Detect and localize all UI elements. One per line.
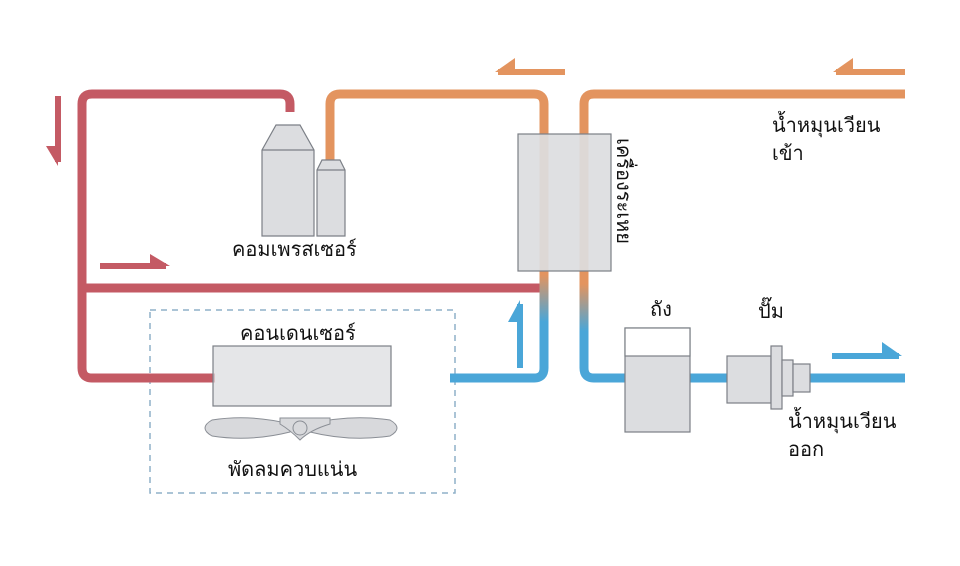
flow-arrow-left-water-in [833,58,905,72]
water-in-label-line1: น้ำหมุนเวียน [772,113,881,137]
pump [726,345,811,410]
flow-arrow-right-water-out [832,342,902,356]
hot-pipe-left-loop [77,89,295,383]
tank-label: ถัง [650,297,672,321]
flow-arrow-right-middle-shaft [100,263,166,269]
fan-label: พัดลมควบแน่น [228,457,358,481]
compressor [261,124,346,237]
water-out-label-line1: น้ำหมุนเวียน [788,409,897,433]
condenser-fan [204,417,398,441]
evaporator-label: เครื่องระเหย [612,138,636,244]
flow-arrow-left-water-in-shaft [836,69,905,75]
flow-arrow-down-left-shaft [55,96,61,162]
water-in-label-line2: เข้า [772,141,804,165]
flow-arrow-up-shaft [517,304,523,368]
warm-pipe-discharge [325,89,549,200]
pump-label: ปั๊ม [758,299,784,323]
flow-arrow-left-top-shaft [498,69,565,75]
condenser-label: คอนเดนเซอร์ [240,321,356,345]
water-in-pipe [579,89,905,200]
water-out-label-line2: ออก [788,437,825,461]
flow-arrow-left-top [495,58,565,72]
evaporator-pipe-left [450,190,549,383]
flow-arrow-right-water-out-shaft [832,353,899,359]
evaporator-unit [517,133,612,272]
condenser-enclosure [149,309,456,494]
tank [624,327,691,433]
compressor-label: คอมเพรสเซอร์ [232,237,357,261]
evaporator-pipe-right [579,190,625,383]
